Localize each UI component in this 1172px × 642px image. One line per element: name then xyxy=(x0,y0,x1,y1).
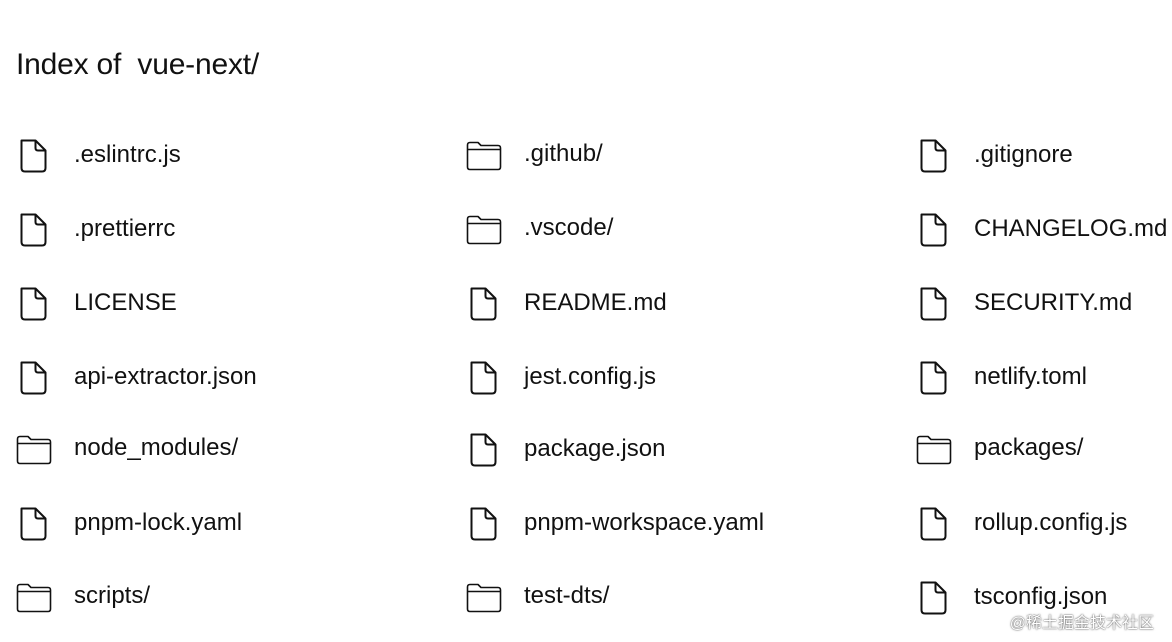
file-icon xyxy=(916,137,950,175)
file-icon xyxy=(16,359,50,397)
file-icon xyxy=(16,211,50,249)
entry-name: .vscode/ xyxy=(524,214,614,241)
entry-name: README.md xyxy=(524,289,667,316)
entry-name: .gitignore xyxy=(974,141,1073,168)
folder-icon xyxy=(466,141,502,171)
file-link[interactable]: rollup.config.js xyxy=(916,505,1172,545)
entry-name: api-extractor.json xyxy=(74,363,257,390)
folder-link[interactable]: .github/ xyxy=(466,140,906,181)
entry-name: node_modules/ xyxy=(74,434,239,461)
file-icon xyxy=(916,285,950,323)
file-link[interactable]: netlify.toml xyxy=(916,359,1172,399)
file-link[interactable]: jest.config.js xyxy=(466,359,906,399)
entry-name: CHANGELOG.md xyxy=(974,215,1168,242)
folder-icon xyxy=(16,583,52,613)
file-icon xyxy=(916,211,950,249)
entry-name: SECURITY.md xyxy=(974,289,1133,316)
entry-name: scripts/ xyxy=(74,582,151,609)
file-link[interactable]: pnpm-lock.yaml xyxy=(16,505,456,545)
entry-name: pnpm-lock.yaml xyxy=(74,509,243,536)
entry-name: .prettierrc xyxy=(74,215,176,242)
entry-name: jest.config.js xyxy=(524,363,657,390)
entry-name: test-dts/ xyxy=(524,582,610,609)
watermark: @稀土掘金技术社区 xyxy=(1009,615,1154,632)
entry-name: package.json xyxy=(524,435,666,462)
file-icon xyxy=(16,505,50,543)
folder-link[interactable]: node_modules/ xyxy=(16,434,456,475)
entry-name: netlify.toml xyxy=(974,363,1087,390)
folder-icon xyxy=(466,215,502,245)
entry-name: .eslintrc.js xyxy=(74,141,181,168)
folder-link[interactable]: test-dts/ xyxy=(466,582,906,623)
entry-name: pnpm-workspace.yaml xyxy=(524,509,765,536)
file-icon xyxy=(466,359,500,397)
file-link[interactable]: .gitignore xyxy=(916,137,1172,177)
entry-name: rollup.config.js xyxy=(974,509,1128,536)
file-link[interactable]: .eslintrc.js xyxy=(16,137,456,177)
folder-link[interactable]: packages/ xyxy=(916,434,1172,475)
file-icon xyxy=(916,359,950,397)
file-link[interactable]: api-extractor.json xyxy=(16,359,456,399)
file-icon xyxy=(466,505,500,543)
file-link[interactable]: tsconfig.json xyxy=(916,579,1172,619)
entry-name: tsconfig.json xyxy=(974,583,1108,610)
file-link[interactable]: .prettierrc xyxy=(16,211,456,251)
folder-icon xyxy=(16,435,52,465)
file-link[interactable]: README.md xyxy=(466,285,906,325)
file-link[interactable]: SECURITY.md xyxy=(916,285,1172,325)
file-icon xyxy=(916,505,950,543)
entry-name: .github/ xyxy=(524,140,603,167)
folder-link[interactable]: .vscode/ xyxy=(466,214,906,255)
entry-name: packages/ xyxy=(974,434,1084,461)
file-icon xyxy=(466,431,500,469)
file-link[interactable]: CHANGELOG.md xyxy=(916,211,1172,251)
file-link[interactable]: LICENSE xyxy=(16,285,456,325)
folder-icon xyxy=(466,583,502,613)
page-title: Index of vue-next/ xyxy=(16,48,260,82)
entry-name: LICENSE xyxy=(74,289,177,316)
folder-link[interactable]: scripts/ xyxy=(16,582,456,623)
file-icon xyxy=(466,285,500,323)
file-link[interactable]: pnpm-workspace.yaml xyxy=(466,505,906,545)
file-icon xyxy=(16,137,50,175)
file-link[interactable]: package.json xyxy=(466,431,906,471)
file-icon xyxy=(916,579,950,617)
folder-icon xyxy=(916,435,952,465)
file-icon xyxy=(16,285,50,323)
